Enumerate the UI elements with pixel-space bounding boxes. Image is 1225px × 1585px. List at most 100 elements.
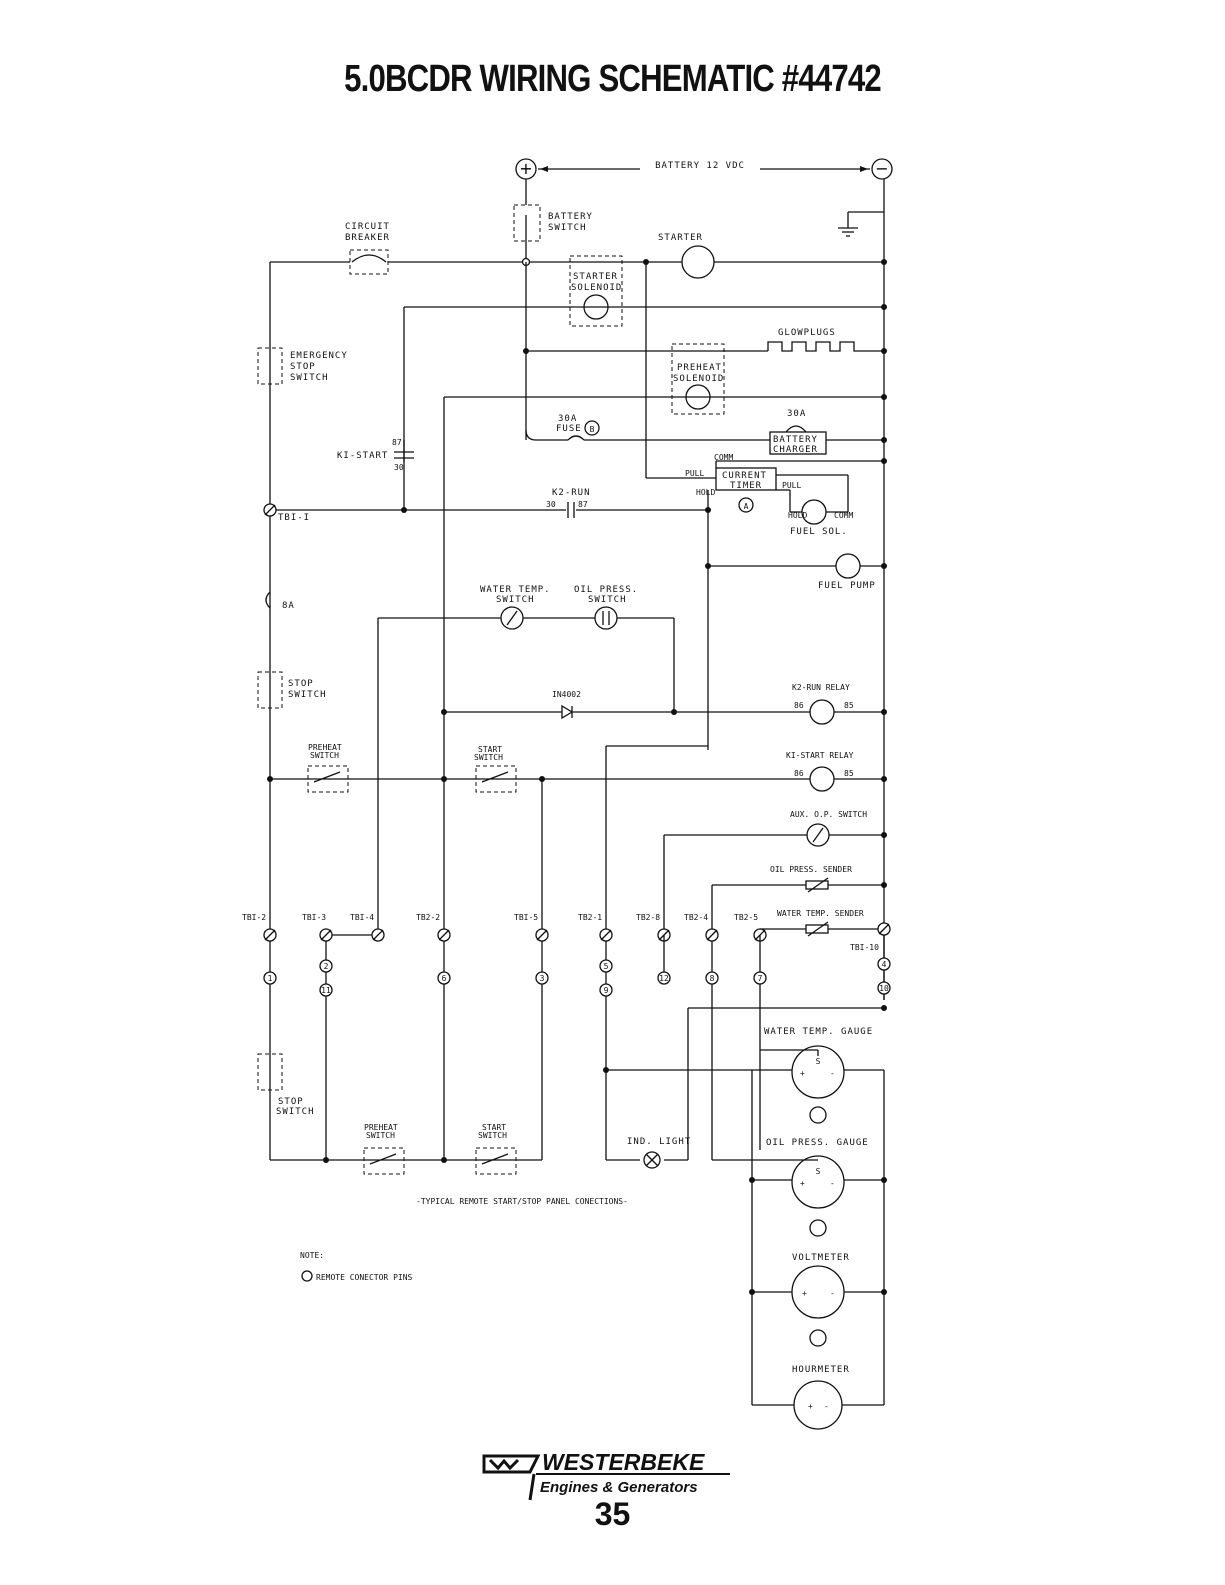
tb1-2-label: TBI-2 <box>242 913 266 922</box>
fuse-30a-label: 30A <box>558 414 577 424</box>
preheat-solenoid-label: PREHEAT <box>677 363 722 373</box>
glowplugs <box>767 341 884 352</box>
k1-start-relay <box>809 766 835 792</box>
k2-run-relay-label: K2-RUN RELAY <box>792 683 850 692</box>
current-timer-label: CURRENT <box>722 471 767 481</box>
preheat-switch-label: PREHEAT <box>308 743 342 752</box>
tb1-10-label: TBI-10 <box>850 943 879 952</box>
terminal-blocks: TBI-2 TBI-3 TBI-4 TB2-2 TBI-5 TB2-1 TB2-… <box>242 913 891 1160</box>
pin-11: 11 <box>321 986 331 995</box>
oil-press-sender-label: OIL PRESS. SENDER <box>770 865 852 874</box>
svg-text:STOP: STOP <box>290 362 316 372</box>
svg-text:87: 87 <box>578 500 588 509</box>
fuel-pump-label: FUEL PUMP <box>818 581 876 591</box>
svg-text:CHARGER: CHARGER <box>773 445 818 455</box>
pin-4: 4 <box>882 960 887 969</box>
svg-text:SWITCH: SWITCH <box>548 223 587 233</box>
water-temp-sender-label: WATER TEMP. SENDER <box>777 909 864 918</box>
note-text: REMOTE CONECTOR PINS <box>316 1273 413 1282</box>
battery-charger-label: BATTERY <box>773 435 818 445</box>
svg-text:S: S <box>816 1057 821 1066</box>
svg-text:+: + <box>800 1179 805 1188</box>
starter-motor <box>681 245 715 279</box>
pin-1: 1 <box>268 974 273 983</box>
battery-negative: − <box>875 159 888 178</box>
pin-10: 10 <box>879 984 889 993</box>
k1-30-label: 30 <box>394 463 404 472</box>
pin-3: 3 <box>540 974 545 983</box>
svg-text:BREAKER: BREAKER <box>345 233 390 243</box>
ind-light-label: IND. LIGHT <box>627 1137 691 1147</box>
page-number: 35 <box>594 1496 631 1532</box>
k2-run-label: K2-RUN <box>552 488 591 498</box>
pin-12: 12 <box>659 974 669 983</box>
emergency-stop-label: EMERGENCY <box>290 351 348 361</box>
svg-text:SWITCH: SWITCH <box>290 373 329 383</box>
remote-panel-caption: -TYPICAL REMOTE START/STOP PANEL CONECTI… <box>416 1197 628 1206</box>
current-timer <box>715 467 777 491</box>
timer-a-marker: A <box>744 502 749 511</box>
svg-text:S: S <box>816 1167 821 1176</box>
tb2-4-label: TB2-4 <box>684 913 708 922</box>
svg-text:TIMER: TIMER <box>730 481 762 491</box>
remote-connector-pins: 1 2 11 6 3 5 9 12 8 7 4 10 <box>263 957 891 997</box>
aux-op-switch-label: AUX. O.P. SWITCH <box>790 810 867 819</box>
tb2-2-label: TB2-2 <box>416 913 440 922</box>
oil-press-gauge: OIL PRESS. GAUGE S + - <box>712 1138 869 1237</box>
starter-label: STARTER <box>658 233 703 243</box>
pull-label: PULL <box>685 469 704 478</box>
svg-text:86: 86 <box>794 701 804 710</box>
svg-text:SWITCH: SWITCH <box>288 690 327 700</box>
remote-stop-switch-label: STOP <box>278 1097 304 1107</box>
remote-start-switch-label: START <box>482 1123 506 1132</box>
page-title: 5.0BCDR WIRING SCHEMATIC #44742 <box>344 58 882 100</box>
comm-label: COMM <box>714 453 733 462</box>
pin-8: 8 <box>710 974 715 983</box>
k1-start-label: KI-START <box>337 451 388 461</box>
svg-text:FUSE: FUSE <box>556 424 582 434</box>
water-temp-switch-label: WATER TEMP. <box>480 585 551 595</box>
pin-9: 9 <box>604 986 609 995</box>
starter-solenoid-label: STARTER <box>573 272 618 282</box>
tb2-1-label: TB2-1 <box>578 913 602 922</box>
fuse-8a-label: 8A <box>282 601 295 611</box>
svg-text:+: + <box>800 1069 805 1078</box>
svg-text:OIL PRESS. GAUGE: OIL PRESS. GAUGE <box>766 1138 869 1148</box>
svg-text:WATER TEMP. GAUGE: WATER TEMP. GAUGE <box>764 1027 873 1037</box>
tb1-4-label: TBI-4 <box>350 913 374 922</box>
hourmeter: HOURMETER + - <box>792 1365 849 1430</box>
battery: + − BATTERY 12 VDC <box>515 158 893 180</box>
start-switch-label: START <box>478 745 502 754</box>
battery-positive: + <box>519 159 532 178</box>
tb1-5-label: TBI-5 <box>514 913 538 922</box>
k1-start-relay-label: KI-START RELAY <box>786 751 854 760</box>
hold-label: HOLD <box>696 488 715 497</box>
pin-6: 6 <box>442 974 447 983</box>
tb2-5-label: TB2-5 <box>734 913 758 922</box>
svg-text:WESTERBEKE: WESTERBEKE <box>542 1449 705 1475</box>
svg-text:SWITCH: SWITCH <box>588 595 627 605</box>
pin-7: 7 <box>758 974 763 983</box>
svg-text:-: - <box>830 1179 835 1188</box>
svg-text:Engines & Generators: Engines & Generators <box>540 1479 698 1496</box>
svg-text:-: - <box>830 1069 835 1078</box>
note-heading: NOTE: <box>300 1251 324 1260</box>
k1-87-label: 87 <box>392 438 402 447</box>
svg-text:SWITCH: SWITCH <box>474 753 503 762</box>
svg-text:SOLENOID: SOLENOID <box>673 374 724 384</box>
svg-text:85: 85 <box>844 701 854 710</box>
svg-text:COMM: COMM <box>834 511 853 520</box>
svg-text:HOLD: HOLD <box>788 511 807 520</box>
svg-text:+: + <box>802 1289 807 1298</box>
pin-2: 2 <box>324 962 329 971</box>
fuel-pump <box>835 553 861 579</box>
tb1-1-label: TBI-I <box>278 513 310 523</box>
svg-text:SWITCH: SWITCH <box>310 751 339 760</box>
voltmeter: VOLTMETER + - <box>791 1253 849 1347</box>
westerbeke-logo: WESTERBEKE Engines & Generators <box>482 1449 730 1501</box>
battery-switch-label: BATTERY <box>548 212 593 222</box>
remote-preheat-switch-label: PREHEAT <box>364 1123 398 1132</box>
battery-label: BATTERY 12 VDC <box>655 161 745 171</box>
charger-30a-label: 30A <box>787 409 806 419</box>
glowplugs-label: GLOWPLUGS <box>778 328 836 338</box>
